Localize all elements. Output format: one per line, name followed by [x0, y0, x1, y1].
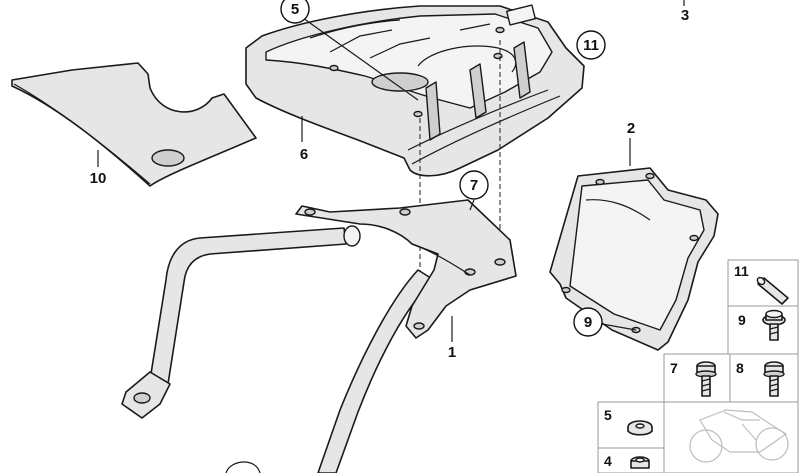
leader-9: [601, 323, 637, 331]
part-2-side-cover: [549, 167, 719, 351]
collar-screw-9-thumbnail: [762, 309, 786, 341]
callout-6: 6: [300, 146, 308, 163]
legend-label-7: 7: [670, 360, 678, 376]
leader-5: [302, 17, 419, 101]
screw-7-thumbnail: [695, 361, 717, 397]
legend-cell-9: [727, 305, 799, 355]
callout-9: 9: [584, 314, 592, 331]
callout-11-circle: [576, 30, 606, 60]
part-10-mat: [11, 62, 257, 187]
legend-label-11: 11: [734, 263, 749, 279]
callout-1: 1: [448, 344, 456, 361]
pin-thumbnail: [756, 276, 789, 305]
callout-2: 2: [627, 120, 635, 137]
callout-10: 10: [90, 170, 107, 187]
callout-5-circle: [280, 0, 310, 24]
legend-label-8: 8: [736, 360, 744, 376]
legend-cell-7: [663, 353, 731, 403]
callout-9-circle: [573, 307, 603, 337]
legend-cell-8: [729, 353, 799, 403]
leader-7: [469, 199, 475, 211]
callout-7: 7: [470, 177, 478, 194]
screw-8-thumbnail: [763, 361, 785, 397]
callout-partial-circle: [225, 461, 261, 473]
part-6-carrier-plate: [245, 4, 585, 177]
callout-7-circle: [459, 170, 489, 200]
legend-label-4: 4: [604, 453, 612, 469]
part-1-grab-rail: [121, 199, 517, 473]
motorcycle-thumbnail: [689, 409, 789, 463]
callout-3: 3: [681, 7, 689, 24]
legend-cell-thumbnail: [663, 401, 799, 473]
callout-11: 11: [583, 37, 599, 54]
legend-label-9: 9: [738, 312, 746, 328]
callout-5: 5: [291, 1, 299, 18]
washer-5-thumbnail: [627, 420, 653, 436]
nut-4-thumbnail: [630, 456, 650, 469]
legend-label-5: 5: [604, 407, 612, 423]
parts-legend-grid: [597, 259, 799, 473]
